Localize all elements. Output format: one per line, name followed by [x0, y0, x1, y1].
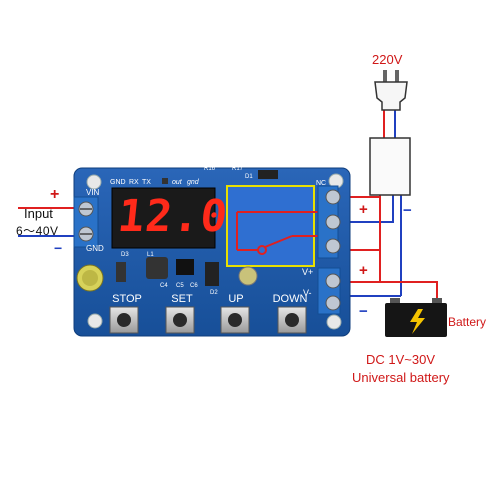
- pin-label-nc: NC: [316, 180, 327, 187]
- diode-d2: [205, 262, 219, 286]
- mount-hole: [87, 313, 103, 329]
- stop-button-body: [109, 306, 139, 334]
- battery-label: Battery: [448, 315, 487, 329]
- mount-hole: [86, 174, 102, 190]
- plug-icon: [374, 70, 408, 111]
- inductor: [146, 257, 168, 279]
- pin-label-rx: RX: [129, 179, 139, 186]
- led-display: [111, 187, 216, 249]
- pin-label-gnd-top2: gnd: [187, 179, 199, 186]
- input-range-label: 6～40V: [16, 224, 59, 238]
- label-l1: L1: [147, 252, 154, 258]
- relay-minus-mark: −: [403, 202, 412, 219]
- battery-minus-mark: −: [359, 303, 368, 320]
- relay-board: [73, 167, 351, 337]
- battery-caption-voltage: DC 1V~30V: [366, 352, 436, 367]
- power-voltage-label: 220V: [372, 52, 403, 67]
- battery-icon: [385, 298, 447, 337]
- label-d3: D3: [121, 252, 129, 258]
- label-r16: R16: [204, 166, 216, 172]
- up-button-body: [220, 306, 250, 334]
- input-plus-sign: +: [50, 186, 60, 203]
- relay-plus-mark: +: [359, 201, 368, 218]
- diode-d1: [258, 170, 278, 179]
- input-label: Input: [24, 206, 53, 221]
- capacitor: [82, 270, 98, 286]
- pin-label-vminus: V-: [303, 288, 312, 298]
- pin-label-vin: VIN: [86, 188, 100, 197]
- pin-label-tx: TX: [142, 179, 151, 186]
- down-button-body: [277, 306, 307, 334]
- input-minus-sign: −: [54, 240, 63, 256]
- set-button-body: [165, 306, 195, 334]
- label-r17: R17: [232, 166, 244, 172]
- component: [162, 178, 168, 184]
- component: [116, 262, 126, 282]
- label-c5: C5: [176, 283, 184, 289]
- charger-box: [369, 137, 411, 196]
- label-d1: D1: [245, 174, 253, 180]
- pin-label-gnd-top: GND: [110, 179, 126, 186]
- mount-hole: [326, 314, 342, 330]
- vplus-wire-red: [333, 281, 438, 298]
- label-c4: C4: [160, 283, 168, 289]
- pin-label-gnd-left: GND: [86, 244, 104, 253]
- down-button[interactable]: DOWN: [272, 293, 308, 305]
- ic-chip: [176, 259, 194, 275]
- set-button[interactable]: SET: [171, 293, 193, 305]
- up-button[interactable]: UP: [228, 293, 244, 305]
- capacitor: [238, 266, 258, 286]
- battery-caption-type: Universal battery: [352, 370, 450, 385]
- label-d2: D2: [210, 290, 218, 296]
- led-display-value: 12.0: [115, 191, 231, 242]
- relay: [226, 185, 315, 267]
- pin-label-vplus: V+: [302, 267, 314, 277]
- battery-plus-mark: +: [359, 262, 368, 279]
- stop-button[interactable]: STOP: [112, 293, 142, 305]
- pin-label-out: out: [172, 179, 182, 186]
- label-c6: C6: [190, 283, 198, 289]
